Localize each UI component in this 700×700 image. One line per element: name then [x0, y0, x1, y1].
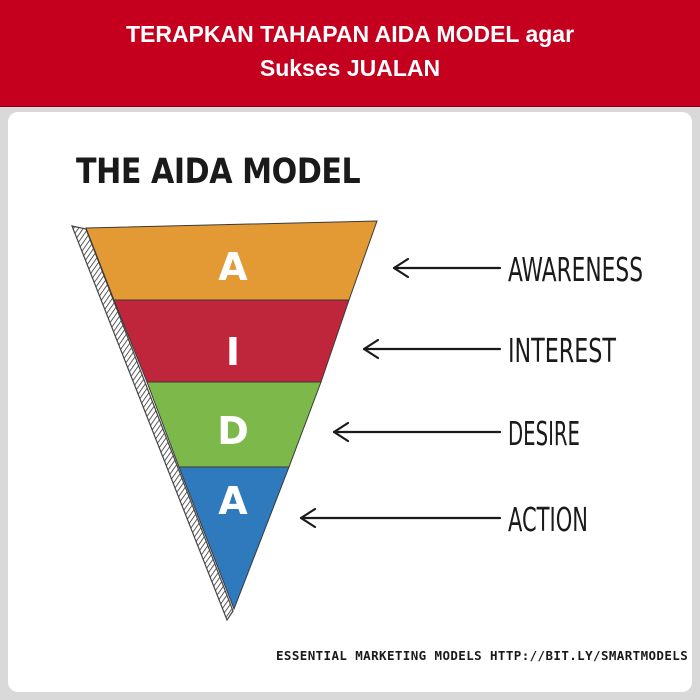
stage-action-label: ACTION — [508, 500, 588, 539]
arrow-desire — [332, 421, 502, 443]
aida-card: THE AIDA MODEL A I D A — [8, 112, 692, 692]
stage-awareness-label: AWARENESS — [508, 250, 643, 289]
arrow-awareness — [392, 257, 502, 279]
stage-action-band — [178, 466, 290, 611]
stage-desire-letter: D — [217, 409, 249, 453]
aida-funnel-diagram: A I D A AWARENESS INTEREST DESIRE ACTION — [71, 220, 643, 622]
stage-interest-letter: I — [226, 330, 240, 374]
stage-desire-label: DESIRE — [508, 414, 580, 453]
stage-action-letter: A — [218, 479, 248, 523]
stage-awareness-letter: A — [218, 245, 248, 289]
arrow-interest — [362, 338, 502, 360]
funnel-side-edge — [71, 225, 234, 622]
source-footer: ESSENTIAL MARKETING MODELS HTTP://BIT.LY… — [276, 648, 689, 663]
arrow-action — [299, 507, 502, 529]
banner-title-line-1: TERAPKAN TAHAPAN AIDA MODEL agar — [125, 21, 575, 47]
title-banner: TERAPKAN TAHAPAN AIDA MODEL agar Sukses … — [0, 0, 700, 107]
banner-title-line-2: Sukses JUALAN — [259, 55, 441, 81]
aida-model-title: THE AIDA MODEL — [76, 152, 361, 192]
stage-interest-label: INTEREST — [508, 331, 617, 370]
